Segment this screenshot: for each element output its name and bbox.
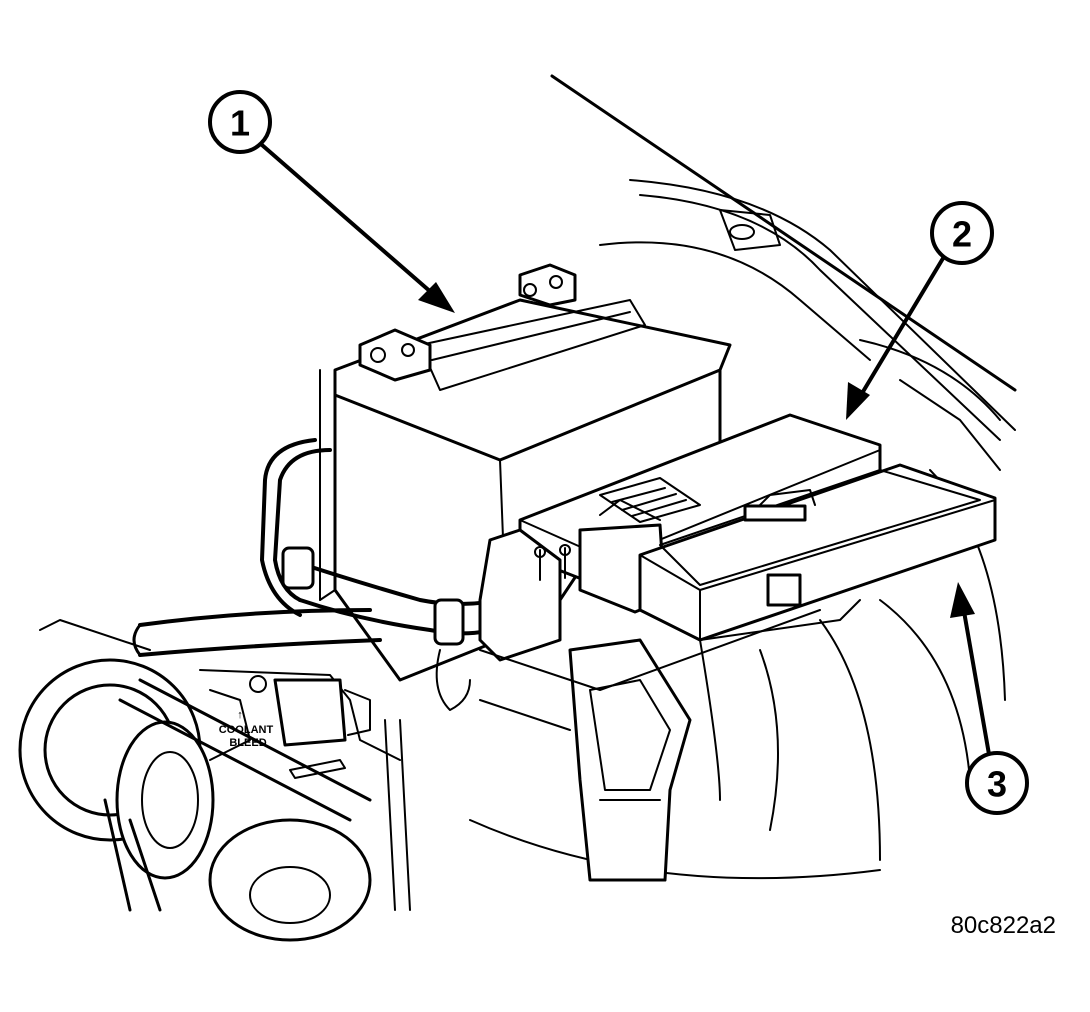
- engine-label-line1: COOLANT: [219, 724, 274, 736]
- arrowhead-2: [846, 382, 870, 420]
- callout-1-label: 1: [230, 103, 250, 144]
- callout-3: 3: [965, 751, 1029, 815]
- engine-label-line2: BLEED: [229, 737, 266, 749]
- ipm-cover: [638, 463, 997, 642]
- callout-2: 2: [930, 201, 994, 265]
- callout-2-label: 2: [952, 214, 972, 255]
- ipm-housing: [478, 413, 882, 662]
- arrowhead-1: [418, 282, 455, 313]
- engine-block: ↑ COOLANT BLEED: [199, 669, 411, 911]
- hoses: [132, 438, 522, 711]
- callout-1: 1: [208, 90, 272, 154]
- fender-outline: [469, 74, 1017, 880]
- leader-arrows: [260, 143, 992, 762]
- arrowhead-3: [950, 582, 975, 618]
- engine-label-arrow: ↑: [237, 709, 243, 721]
- engine-pulleys: [18, 619, 372, 942]
- callout-3-label: 3: [987, 764, 1007, 805]
- mounting-bracket: [479, 599, 861, 882]
- figure-id: 80c822a2: [950, 912, 1056, 939]
